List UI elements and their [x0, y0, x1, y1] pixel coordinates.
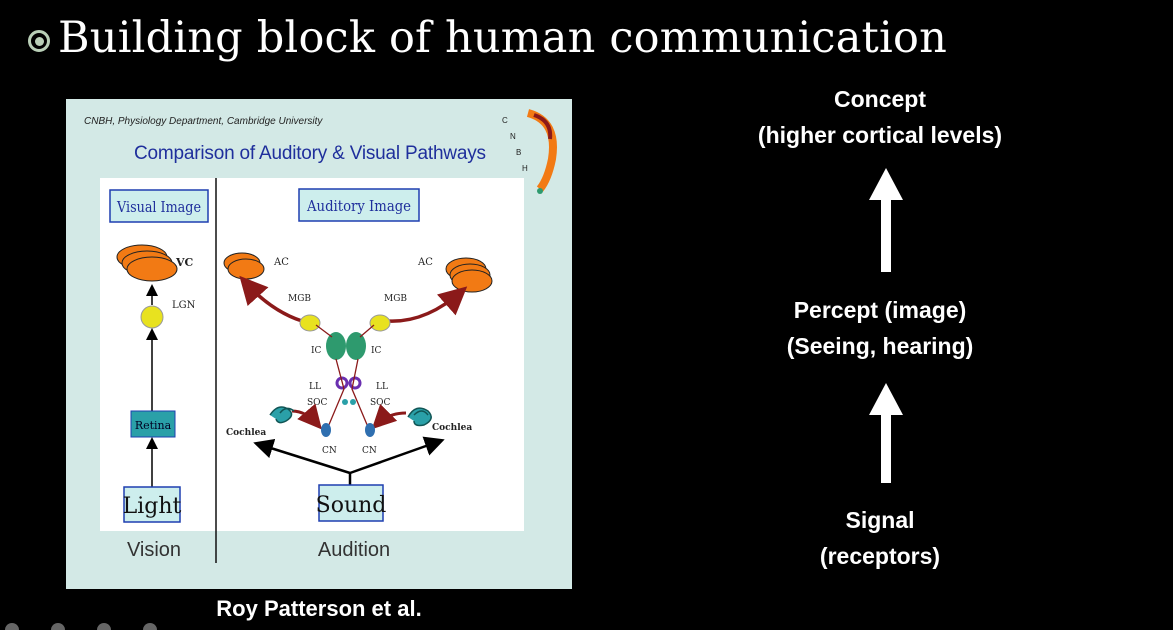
sound-box [318, 484, 384, 522]
pathways-figure: CNBH, Physiology Department, Cambridge U… [66, 99, 572, 589]
signal-label: Signal [845, 507, 915, 533]
light-label: Light [123, 494, 182, 519]
cn-left-node [321, 423, 331, 437]
ic-to-mgb-left [315, 324, 333, 338]
visual-image-label: Visual Image [116, 198, 201, 216]
signal-block: Signal (receptors) [700, 502, 1060, 574]
vc-node [116, 244, 178, 282]
mgb-to-ac-left-arrow [239, 275, 303, 323]
ll-left-label: LL [309, 382, 321, 392]
lgn-node [140, 305, 164, 329]
logo-letter-b: B [516, 148, 521, 157]
slide-title: Building block of human communication [58, 13, 947, 63]
cn-right-node [365, 423, 375, 437]
soc-right-label: SOC [370, 398, 391, 408]
mgb-right-label: MGB [384, 294, 407, 304]
logo-letter-c: C [502, 116, 508, 125]
audition-caption: Audition [318, 539, 390, 561]
ic-to-mgb-right [359, 324, 375, 338]
slide-title-row: Building block of human communication [28, 8, 947, 68]
cochlea-left-label: Cochlea [226, 428, 266, 438]
figure-heading: Comparison of Auditory & Visual Pathways [134, 143, 486, 164]
pathways-diagram: CNBH, Physiology Department, Cambridge U… [84, 109, 557, 563]
figure-credit: Roy Patterson et al. [216, 596, 422, 621]
soc-right-node [350, 399, 356, 405]
cochlea-right-label: Cochlea [432, 423, 472, 433]
auditory-image-box [298, 188, 420, 222]
ic-right-node [346, 332, 366, 360]
visual-image-box [109, 189, 209, 223]
vc-label: VC [175, 256, 194, 269]
up-arrow-icon [869, 168, 903, 272]
ac-left-label: AC [273, 257, 289, 268]
percept-sublabel: (Seeing, hearing) [786, 333, 974, 359]
retina-box [130, 410, 176, 438]
up-arrow-icon [869, 383, 903, 483]
ac-right-node [445, 257, 493, 293]
ll-right-label: LL [376, 382, 388, 392]
ic-left-node [326, 332, 346, 360]
retina-label: Retina [135, 419, 172, 432]
cochlea-left-icon [269, 406, 295, 424]
ic-right-label: IC [371, 346, 382, 356]
left-ascending-path [327, 358, 345, 428]
concept-sublabel: (higher cortical levels) [757, 122, 1003, 148]
mgb-left-node [299, 314, 321, 332]
concept-block: Concept (higher cortical levels) [700, 81, 1060, 153]
ll-right-node [348, 376, 362, 390]
vision-caption: Vision [127, 539, 181, 561]
cnbh-logo: C N B H [502, 109, 557, 194]
logo-letter-h: H [522, 164, 528, 173]
diagram-panel [100, 178, 524, 531]
mgb-to-ac-right-arrow [387, 286, 468, 323]
sound-to-cochlea-left-arrow [253, 438, 351, 475]
percept-label: Percept (image) [793, 297, 967, 323]
light-box [123, 486, 181, 523]
lgn-label: LGN [172, 300, 196, 311]
ac-left-node [223, 252, 265, 280]
cn-right-label: CN [362, 446, 377, 456]
bullet-icon [28, 30, 50, 52]
mgb-right-node [369, 314, 391, 332]
ic-left-label: IC [311, 346, 322, 356]
cochlea-left-to-cn-arrow [291, 403, 322, 430]
right-ascending-path [351, 358, 369, 428]
percept-block: Percept (image) (Seeing, hearing) [700, 292, 1060, 364]
cochlea-right-to-cn-arrow [371, 403, 407, 430]
sound-to-cochlea-right-arrow [349, 436, 445, 475]
auditory-image-label: Auditory Image [306, 197, 411, 215]
cn-left-label: CN [322, 446, 337, 456]
slide-nav-dots [5, 623, 157, 630]
signal-sublabel: (receptors) [819, 543, 941, 569]
header-credit: CNBH, Physiology Department, Cambridge U… [84, 116, 323, 127]
sound-label: Sound [316, 493, 387, 518]
mgb-left-label: MGB [288, 294, 311, 304]
soc-left-label: SOC [307, 398, 328, 408]
cochlea-right-icon [407, 407, 432, 427]
logo-letter-n: N [510, 132, 516, 141]
concept-label: Concept [834, 86, 926, 112]
ac-right-label: AC [417, 257, 433, 268]
soc-left-node [342, 399, 348, 405]
